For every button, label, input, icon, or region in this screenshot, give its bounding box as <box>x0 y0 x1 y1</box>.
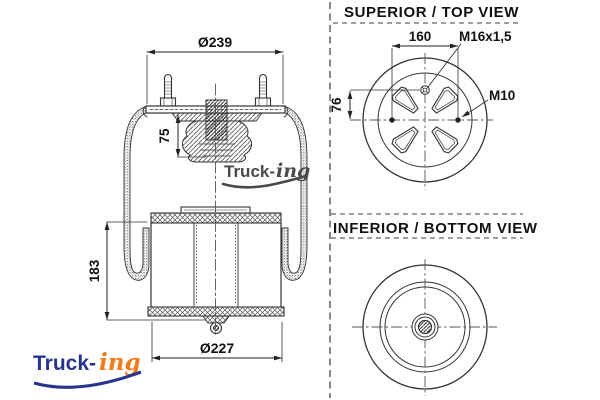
bottom-view-title: INFERIOR / BOTTOM VIEW <box>333 220 538 237</box>
watermark-swoosh <box>221 174 308 189</box>
bottom-view: INFERIOR / BOTTOM VIEW <box>333 220 538 396</box>
dimension-piston-height: 183 <box>87 221 207 321</box>
bellows-outline <box>123 105 308 281</box>
dim-hole-spacing-label: 160 <box>409 29 432 44</box>
brand-logo-script: ing <box>99 349 141 376</box>
dim-bottom-diameter-label: Ø227 <box>200 340 234 356</box>
m16-port <box>420 85 430 95</box>
brand-logo: Truck- ing <box>33 349 142 389</box>
center-thread-text: M16x1,5 <box>459 29 512 44</box>
bottom-center-fitting <box>411 313 439 341</box>
watermark-logo: Truck- ing <box>221 160 310 189</box>
brand-logo-bold: Truck- <box>33 352 96 375</box>
rubber-bumper <box>171 99 263 163</box>
top-view: SUPERIOR / TOP VIEW 160 <box>329 4 519 190</box>
watermark-logo-bold: Truck- <box>224 162 275 181</box>
label-stud-thread: M10 <box>461 88 515 118</box>
dimension-vertical-offset: 76 <box>329 89 420 119</box>
dim-vertical-offset-label: 76 <box>329 97 344 113</box>
dimension-bottom-diameter: Ø227 <box>151 321 283 363</box>
dim-piston-height-label: 183 <box>87 259 102 282</box>
piston <box>147 206 285 335</box>
dimension-hole-spacing: 160 <box>391 29 459 117</box>
dim-bumper-height-label: 75 <box>157 128 172 144</box>
dimension-top-diameter: Ø239 <box>146 34 284 105</box>
side-view: Ø239 75 183 Ø227 Truck- ing <box>87 34 310 363</box>
dim-top-diameter-label: Ø239 <box>198 34 232 50</box>
top-view-title: SUPERIOR / TOP VIEW <box>344 4 519 21</box>
stud-thread-text: M10 <box>489 88 515 103</box>
label-center-thread: M16x1,5 <box>427 29 512 88</box>
m10-hole-left <box>389 117 395 123</box>
m10-hole-right <box>455 117 461 123</box>
dimension-bumper-height: 75 <box>157 114 207 158</box>
panel-dividers <box>329 2 523 398</box>
brand-logo-swoosh <box>33 370 142 389</box>
